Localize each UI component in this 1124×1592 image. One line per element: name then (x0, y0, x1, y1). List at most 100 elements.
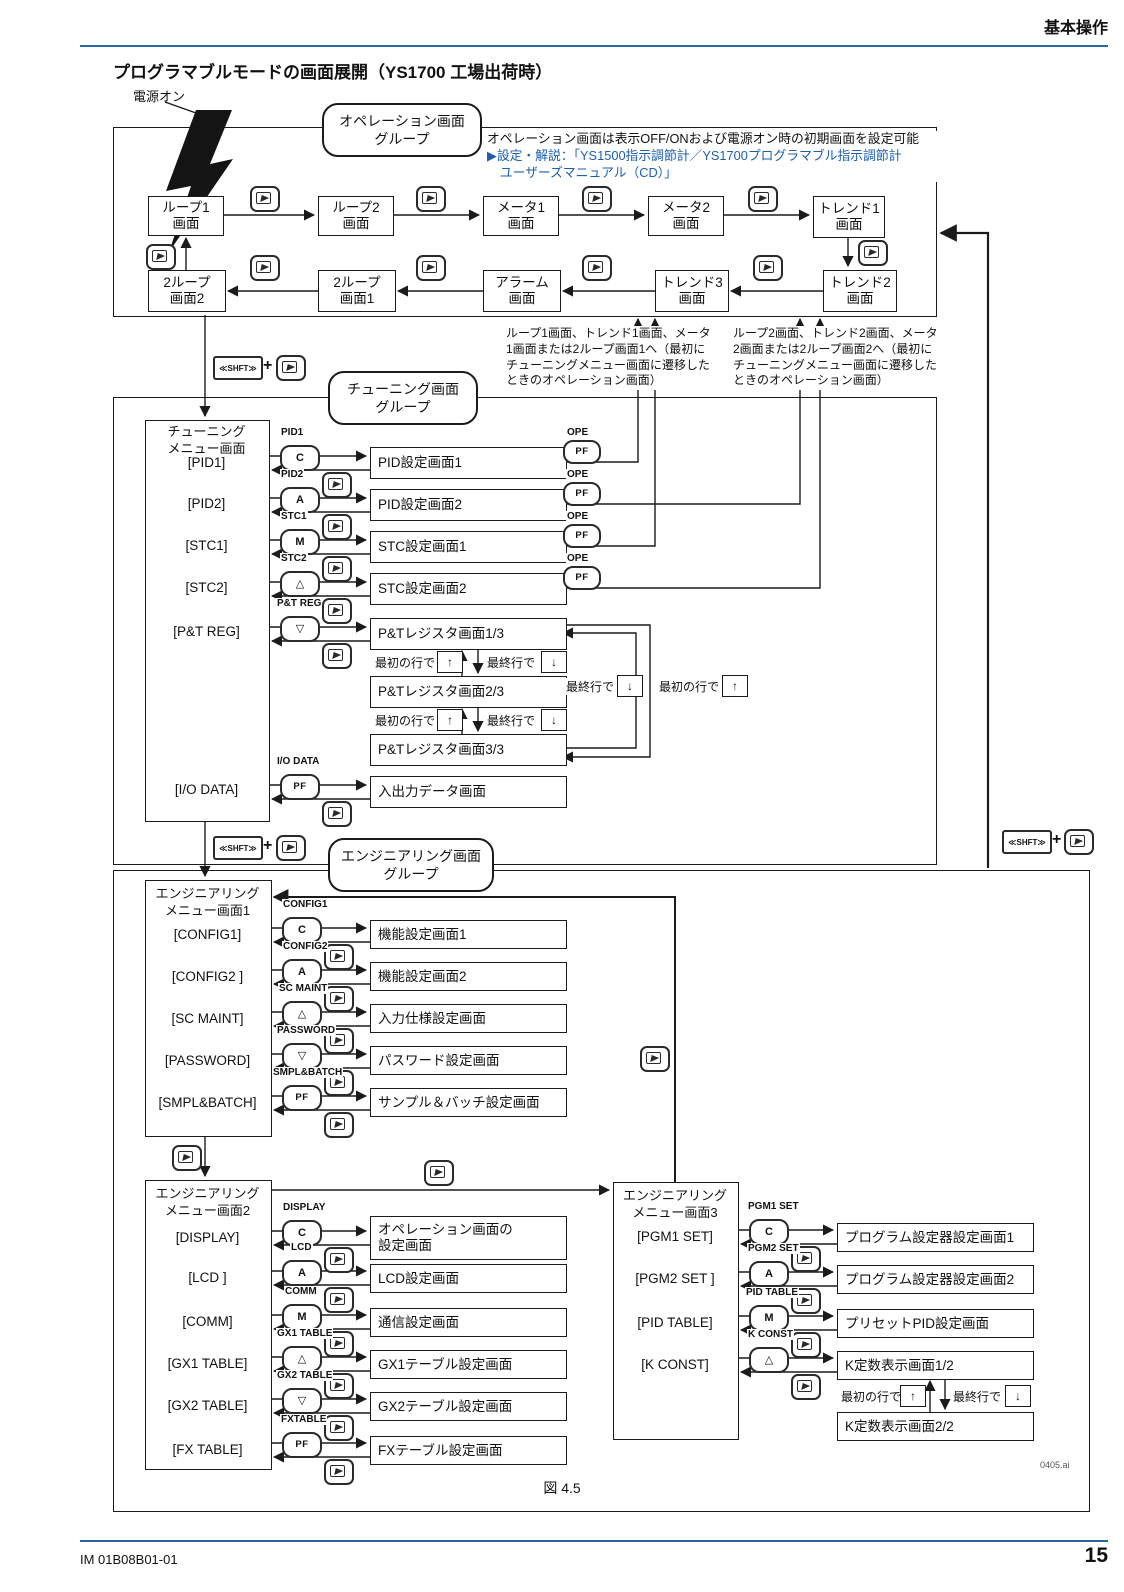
nav-first-row-label: 最初の行で (840, 1388, 903, 1405)
key-m-icon: M (282, 1304, 322, 1330)
screen-trend2: トレンド2 画面 (823, 270, 897, 312)
menu-item-fx-table: [FX TABLE] (172, 1442, 243, 1457)
key-caption: CONFIG1 (282, 899, 329, 910)
figure-caption: 図 4.5 (543, 1480, 581, 1496)
key-down-icon: ▽ (280, 616, 320, 642)
menu-item-pid-table: [PID TABLE] (637, 1315, 713, 1330)
display-key-icon (322, 472, 352, 498)
screen-trend1: トレンド1 画面 (813, 196, 885, 238)
key-pf-icon: PF (282, 1085, 322, 1111)
plus-sign: + (263, 837, 273, 854)
screen-2loop1: 2ループ 画面1 (318, 270, 396, 312)
menu-item-pid1: [PID1] (187, 455, 226, 470)
display-key-icon (250, 255, 280, 281)
screen-password-set: パスワード設定画面 (370, 1046, 567, 1075)
key-c-icon: C (282, 1220, 322, 1246)
nav-last-row-label: 最終行で (486, 712, 537, 729)
menu-item-comm: [COMM] (182, 1314, 233, 1329)
operation-note: オペレーション画面は表示OFF/ONおよび電源オン時の初期画面を設定可能 ▶設定… (487, 131, 1055, 182)
screen-input-spec-set: 入力仕様設定画面 (370, 1004, 567, 1033)
screen-k-const-2of2: K定数表示画面2/2 (837, 1412, 1034, 1441)
nav-first-row-label: 最初の行で (374, 712, 437, 729)
screen-gx2-table-set: GX2テーブル設定画面 (370, 1392, 567, 1421)
header-section-label: 基本操作 (1043, 20, 1108, 37)
key-caption: COMM (284, 1286, 318, 1297)
screen-sample-batch-set: サンプル＆バッチ設定画面 (370, 1088, 567, 1117)
shift-key-icon: ≪SHFT≫ (1002, 830, 1052, 854)
menu-item-password: [PASSWORD] (164, 1053, 251, 1068)
key-c-icon: C (282, 917, 322, 943)
down-key-icon: ↓ (1005, 1385, 1031, 1407)
screen-operation-display-set: オペレーション画面の 設定画面 (370, 1216, 567, 1260)
key-up-icon: △ (282, 1346, 322, 1372)
key-down-icon: ▽ (282, 1043, 322, 1069)
up-key-icon: ↑ (437, 651, 463, 673)
key-pf-icon: PF (563, 524, 601, 548)
key-c-icon: C (280, 445, 320, 471)
display-key-icon (322, 514, 352, 540)
eng-menu1-box (145, 880, 272, 1137)
key-a-icon: A (282, 1260, 322, 1286)
display-key-icon (640, 1046, 670, 1072)
screen-meter2: メータ2 画面 (648, 196, 724, 236)
menu-item-pgm1-set: [PGM1 SET] (637, 1229, 713, 1244)
screen-preset-pid-set: プリセットPID設定画面 (837, 1309, 1034, 1338)
down-key-icon: ↓ (541, 651, 567, 673)
menu-item-pt-reg: [P&T REG] (173, 624, 240, 639)
display-key-icon (276, 355, 306, 381)
key-caption: PGM1 SET (747, 1201, 800, 1212)
menu-item-config2: [CONFIG2 ] (171, 969, 244, 984)
screen-gx1-table-set: GX1テーブル設定画面 (370, 1350, 567, 1379)
tuning-menu-box (145, 420, 270, 822)
key-pf-icon: PF (563, 482, 601, 506)
tuning-group-box (113, 397, 937, 865)
display-key-icon (146, 244, 176, 270)
display-key-icon (748, 186, 778, 212)
display-key-icon (858, 240, 888, 266)
ope-caption: OPE (566, 511, 590, 522)
key-caption: SC MAINT (278, 983, 329, 994)
menu-item-lcd: [LCD ] (188, 1270, 227, 1285)
down-key-icon: ↓ (617, 675, 643, 697)
display-key-icon (424, 1160, 454, 1186)
nav-last-row-label: 最終行で (565, 678, 616, 695)
menu-item-smpl-batch: [SMPL&BATCH] (158, 1095, 257, 1110)
ope-caption: OPE (566, 427, 590, 438)
key-pf-icon: PF (280, 774, 320, 800)
key-a-icon: A (749, 1261, 789, 1287)
screen-loop2: ループ2 画面 (318, 196, 394, 236)
display-key-icon (324, 1112, 354, 1138)
screen-stc-set2: STC設定画面2 (370, 573, 567, 605)
return-note-left: ループ1画面、トレンド1画面、メータ 1画面または2ループ画面1へ（最初に チュ… (506, 326, 734, 390)
screen-io-data: 入出力データ画面 (370, 776, 567, 808)
key-caption: DISPLAY (282, 1202, 327, 1213)
footer-rule (80, 1540, 1108, 1543)
menu-item-gx2-table: [GX2 TABLE] (167, 1398, 248, 1413)
page-number: 15 (1084, 1544, 1108, 1567)
key-caption: PID TABLE (745, 1287, 800, 1298)
eng-menu2-box (145, 1180, 272, 1470)
key-caption: I/O DATA (276, 756, 321, 767)
screen-function-set1: 機能設定画面1 (370, 920, 567, 949)
display-key-icon (324, 1247, 354, 1273)
key-caption: LCD (290, 1242, 313, 1253)
screen-program-set1: プログラム設定器設定画面1 (837, 1223, 1034, 1252)
display-key-icon (324, 1459, 354, 1485)
operation-note-link: ▶設定・解説：「YS1500指示調節計／YS1700プログラマブル指示調節計 ユ… (487, 147, 902, 180)
eng-menu3-title: エンジニアリング メニュー画面3 (622, 1188, 727, 1220)
up-key-icon: ↑ (900, 1385, 926, 1407)
display-key-icon (324, 1415, 354, 1441)
key-caption: FXTABLE (280, 1414, 328, 1425)
display-key-icon (322, 801, 352, 827)
screen-loop1: ループ1 画面 (148, 196, 224, 236)
down-key-icon: ↓ (541, 709, 567, 731)
display-key-icon (172, 1145, 202, 1171)
display-key-icon (582, 255, 612, 281)
key-up-icon: △ (282, 1001, 322, 1027)
display-key-icon (791, 1332, 821, 1358)
screen-pt-register-3of3: P&Tレジスタ画面3/3 (370, 734, 567, 766)
eng-menu1-title: エンジニアリング メニュー画面1 (155, 886, 260, 918)
key-caption: K CONST (747, 1329, 794, 1340)
screen-k-const-1of2: K定数表示画面1/2 (837, 1351, 1034, 1380)
screen-2loop2: 2ループ 画面2 (148, 270, 226, 312)
